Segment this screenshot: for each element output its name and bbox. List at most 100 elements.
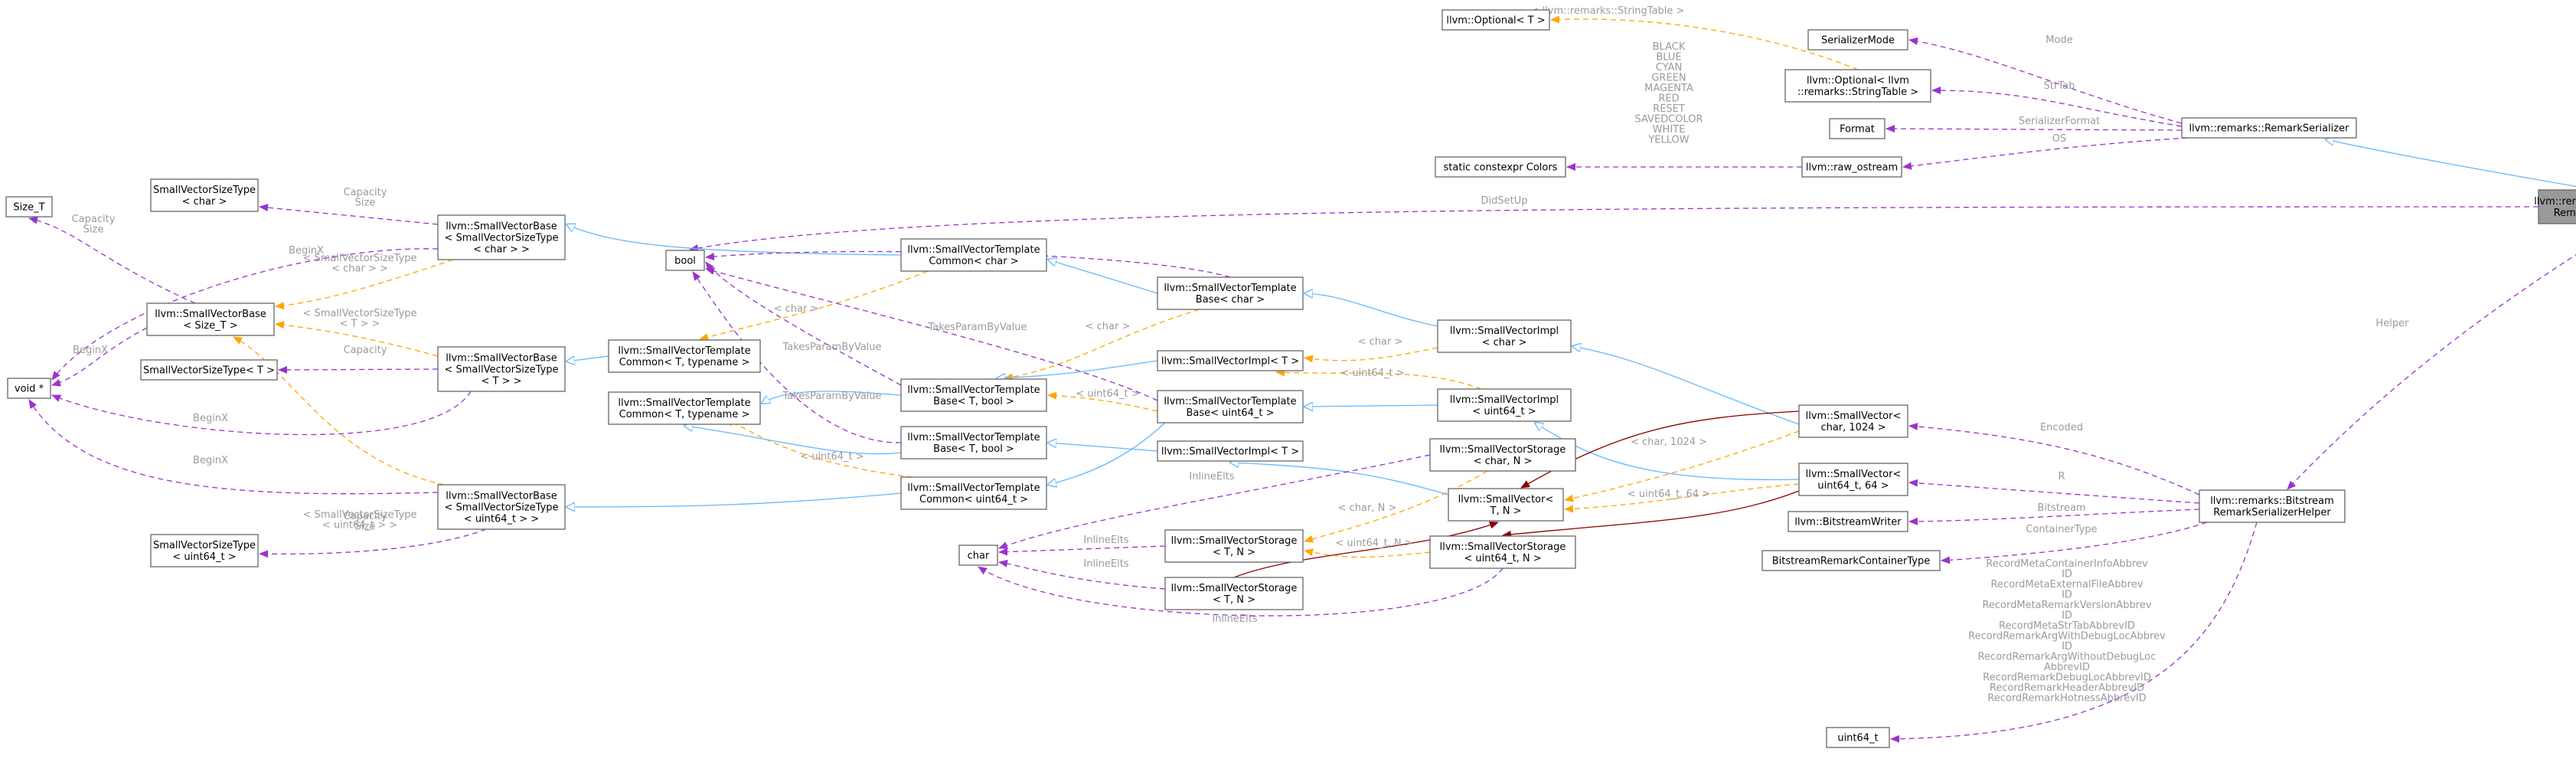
edge-label: InlineElts: [1083, 558, 1128, 570]
node-label: < uint64_t, N >: [1464, 553, 1541, 564]
node-box: [1788, 511, 1908, 532]
void-pointer-node[interactable]: void *: [7, 378, 51, 399]
small-vector-storage-t-n-node[interactable]: llvm::SmallVectorStorage< T, N >: [1164, 529, 1304, 563]
size-t-node[interactable]: Size_T: [5, 196, 53, 217]
small-vector-impl-t-node[interactable]: llvm::SmallVectorImpl< T >: [1157, 440, 1304, 462]
small-vector-base-t-node[interactable]: llvm::SmallVectorBase< SmallVectorSizeTy…: [437, 346, 566, 392]
small-vector-impl-char-node[interactable]: llvm::SmallVectorImpl< char >: [1437, 319, 1572, 353]
node-label: llvm::SmallVectorTemplate: [618, 345, 750, 357]
uint64-t-node[interactable]: uint64_t: [1826, 727, 1890, 748]
edge-label-line: InlineElts: [1083, 558, 1128, 570]
static-constexpr-colors-node[interactable]: static constexpr Colors: [1435, 156, 1566, 178]
node-label: llvm::SmallVectorBase: [446, 353, 557, 365]
template-edge: [1304, 347, 1438, 363]
node-label: bool: [674, 256, 696, 267]
node-label: char, 1024 >: [1820, 422, 1885, 433]
edge-label: SerializerFormat: [2019, 116, 2100, 127]
edge-label-line: Size: [355, 522, 376, 533]
composition-edge: [1502, 490, 1800, 538]
edge-label-line: DidSetUp: [1481, 195, 1528, 207]
node-label: RemarkSerializerHelper: [2213, 507, 2331, 518]
small-vector-base-size-t-node[interactable]: llvm::SmallVectorBase< Size_T >: [146, 303, 275, 336]
bitstream-remark-container-type-node[interactable]: BitstreamRemarkContainerType: [1761, 550, 1941, 571]
node-label: < char > >: [473, 244, 530, 256]
edge-label-line: < SmallVectorSizeType: [302, 308, 416, 319]
remark-serializer-node[interactable]: llvm::remarks::RemarkSerializer: [2181, 117, 2357, 139]
template-edge: [275, 321, 439, 357]
inheritance-edge: [1535, 423, 1800, 480]
small-vector-size-type-uint64-node[interactable]: SmallVectorSizeType< uint64_t >: [150, 534, 259, 567]
node-label: llvm::SmallVectorTemplate: [907, 244, 1040, 256]
node-box: [140, 359, 278, 381]
composition-edge: [1233, 521, 1499, 578]
node-box: [1437, 388, 1572, 422]
edge-label-line: Bitstream: [2037, 502, 2085, 514]
serializer-mode-node[interactable]: SerializerMode: [1807, 29, 1908, 51]
node-label: llvm::SmallVectorTemplate: [907, 482, 1040, 494]
edge-label-line: < SmallVectorSizeType: [302, 509, 416, 521]
edge-label-line: BeginX: [289, 245, 324, 257]
small-vector-uint64-64-node[interactable]: llvm::SmallVector<uint64_t, 64 >: [1798, 463, 1908, 496]
small-vector-storage-t-n-node[interactable]: llvm::SmallVectorStorage< T, N >: [1164, 577, 1304, 610]
edge-label: InlineElts: [1189, 471, 1234, 482]
node-label: T, N >: [1490, 505, 1522, 517]
usage-edge: [1941, 522, 2208, 564]
usage-edge: [259, 528, 487, 558]
small-vector-size-type-t-node[interactable]: SmallVectorSizeType< T >: [140, 359, 278, 381]
node-box: [1157, 276, 1304, 310]
diagram-nodes: llvm::remarks::BitstreamRemarkSerializer…: [5, 9, 2576, 748]
edge-label: < uint64_t >: [800, 451, 864, 463]
node-box: [2181, 117, 2357, 139]
optional-t-node[interactable]: llvm::Optional< T >: [1441, 9, 1550, 31]
small-vector-size-type-char-node[interactable]: SmallVectorSizeType< char >: [150, 178, 259, 212]
edge-label-line: RecordRemarkDebugLocAbbrevID: [1983, 672, 2151, 684]
small-vector-storage-uint64-n-node[interactable]: llvm::SmallVectorStorage< uint64_t, N >: [1429, 535, 1576, 569]
small-vector-t-n-node[interactable]: llvm::SmallVector<T, N >: [1448, 488, 1564, 522]
node-box: [1448, 488, 1564, 522]
small-vector-storage-char-n-node[interactable]: llvm::SmallVectorStorage< char, N >: [1429, 438, 1576, 472]
small-vector-impl-uint64-node[interactable]: llvm::SmallVectorImpl< uint64_t >: [1437, 388, 1572, 422]
node-label: llvm::SmallVector<: [1806, 469, 1902, 480]
format-node[interactable]: Format: [1829, 118, 1885, 139]
bool-node[interactable]: bool: [665, 250, 705, 271]
small-vector-char-1024-node[interactable]: llvm::SmallVector<char, 1024 >: [1798, 404, 1908, 438]
bitstream-writer-node[interactable]: llvm::BitstreamWriter: [1788, 511, 1908, 532]
edge-label: < uint64_t >: [1340, 368, 1404, 379]
edge-label: Helper: [2376, 318, 2410, 329]
edge-label-line: ID: [2062, 641, 2072, 652]
edge-label-line: Helper: [2376, 318, 2410, 329]
optional-string-table-node[interactable]: llvm::Optional< llvm::remarks::StringTab…: [1784, 69, 1931, 103]
node-label: SmallVectorSizeType: [153, 540, 256, 551]
inheritance-edge: [1304, 293, 1438, 327]
small-vector-impl-t-node[interactable]: llvm::SmallVectorImpl< T >: [1157, 350, 1304, 371]
node-label: llvm::SmallVectorImpl: [1450, 325, 1559, 337]
edge-label-line: InlineElts: [1212, 613, 1257, 625]
inheritance-edge: [1230, 463, 1449, 495]
raw-ostream-node[interactable]: llvm::raw_ostream: [1801, 156, 1902, 178]
edge-label: < llvm::remarks::StringTable >: [1531, 5, 1685, 17]
edge-label-line: RecordMetaContainerInfoAbbrev: [1986, 558, 2148, 570]
edge-label-line: < char >: [1358, 336, 1403, 348]
edge-label: ContainerType: [2026, 524, 2097, 535]
edge-label-line: < char >: [774, 303, 819, 315]
bitstream-remark-serializer-helper-node[interactable]: llvm::remarks::BitstreamRemarkSerializer…: [2199, 489, 2346, 523]
edge-label-line: RESET: [1653, 103, 1685, 115]
usage-edge: [692, 271, 902, 443]
edge-label-line: Mode: [2045, 34, 2072, 46]
small-vector-base-uint64-node[interactable]: llvm::SmallVectorBase< SmallVectorSizeTy…: [437, 484, 566, 530]
small-vector-base-char-node[interactable]: llvm::SmallVectorBase< SmallVectorSizeTy…: [437, 214, 566, 260]
char-node[interactable]: char: [958, 545, 998, 566]
node-label: llvm::SmallVectorStorage: [1171, 583, 1298, 594]
